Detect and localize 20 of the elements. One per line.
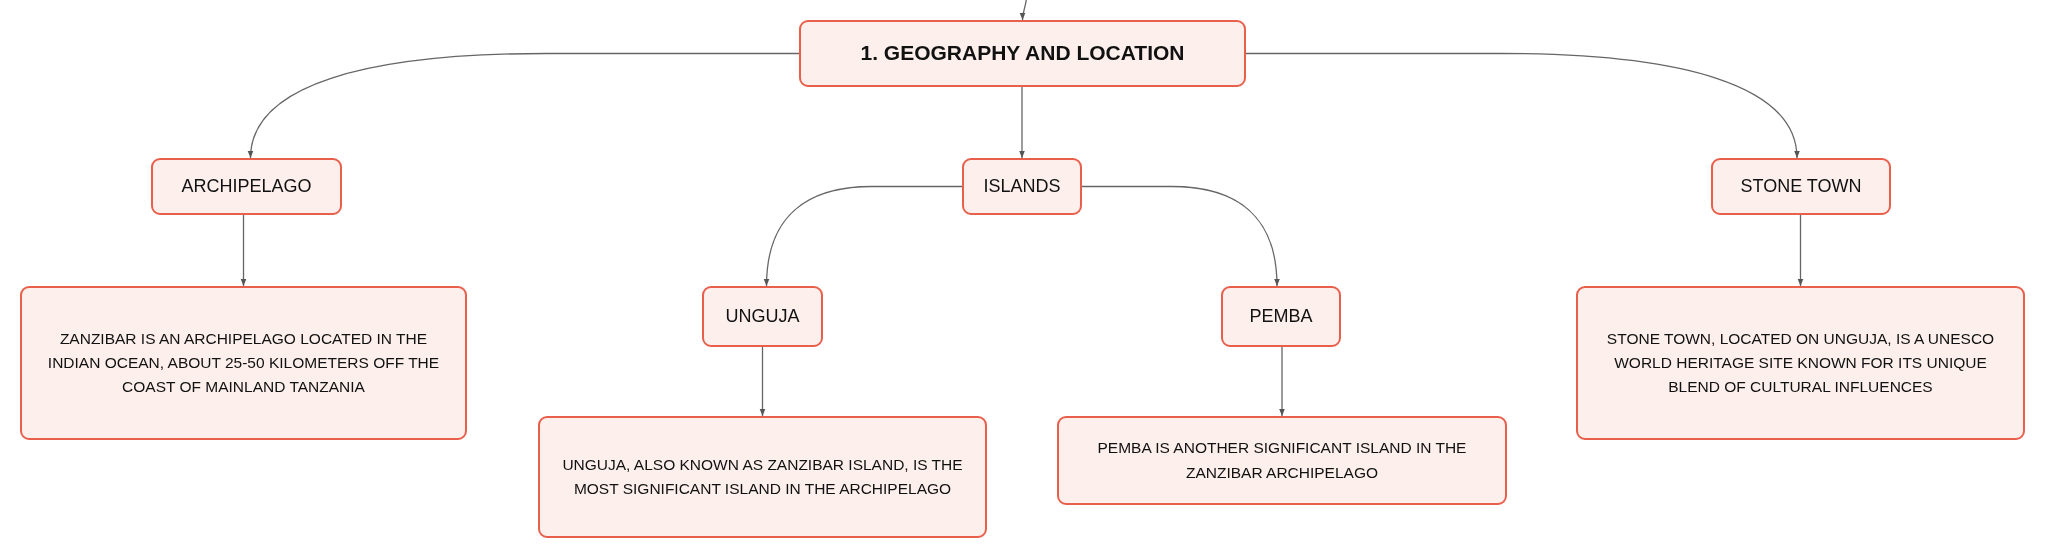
connector-arrow (1279, 346, 1285, 417)
topic-box: ISLANDS (962, 158, 1082, 215)
topic-box: ARCHIPELAGO (151, 158, 342, 215)
description-box: STONE TOWN, LOCATED ON UNGUJA, IS A UNESCO WORLD HERITAGE SITE KNOWN FOR ITS UNIQUE BLEND OF CULTURAL INFLUENCES (1576, 286, 2025, 440)
topic-box: PEMBA (1221, 286, 1341, 347)
connector-arrow (240, 214, 247, 287)
connector-arrow (764, 185, 963, 287)
description-box: PEMBA IS ANOTHER SIGNIFICANT ISLAND IN THE ZANZIBAR ARCHIPELAGO (1057, 416, 1507, 505)
connector-arrow (759, 346, 766, 417)
connector-arrow (1019, 0, 1028, 21)
connector-arrow (248, 52, 800, 159)
connector-arrow (1245, 52, 1799, 159)
connector-arrow (1019, 86, 1025, 159)
description-box: UNGUJA, ALSO KNOWN AS ZANZIBAR ISLAND, IS THE MOST SIGNIFICANT ISLAND IN THE ARCHIPELAGO (538, 416, 987, 538)
topic-box: STONE TOWN (1711, 158, 1891, 215)
connector-arrow (1797, 214, 1804, 287)
connector-arrow (1081, 185, 1280, 287)
central-topic-box: 1. GEOGRAPHY AND LOCATION (799, 20, 1246, 87)
description-box: ZANZIBAR IS AN ARCHIPELAGO LOCATED IN THE INDIAN OCEAN, ABOUT 25-50 KILOMETERS OFF THE COAST OF MAINLAND TANZANIA (20, 286, 467, 440)
topic-box: UNGUJA (702, 286, 823, 347)
